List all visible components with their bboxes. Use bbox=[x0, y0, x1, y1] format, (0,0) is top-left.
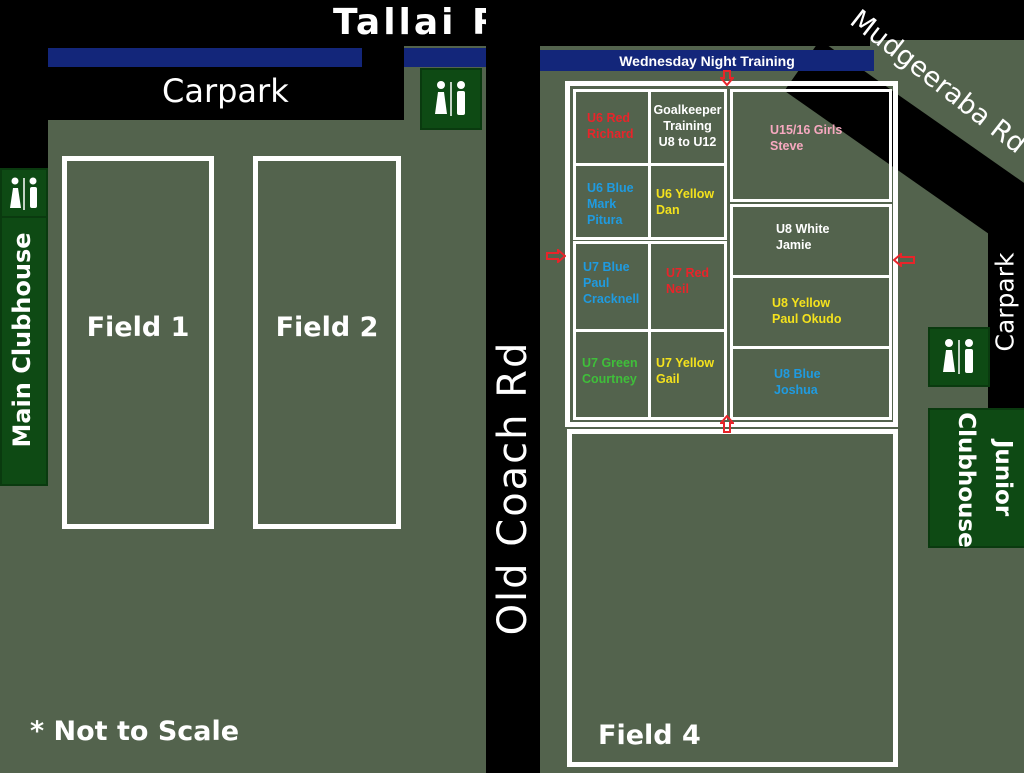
entry-arrow-icon bbox=[720, 70, 734, 86]
field-2 bbox=[253, 156, 401, 529]
entry-arrow-icon bbox=[720, 415, 734, 433]
field-2-label: Field 2 bbox=[275, 312, 379, 343]
team-name: U6 Blue bbox=[587, 181, 634, 195]
coach-name: Dan bbox=[656, 203, 680, 217]
coach-name: Gail bbox=[656, 372, 680, 386]
junior-clubhouse-label-2: Clubhouse bbox=[953, 412, 979, 548]
field-1 bbox=[62, 156, 214, 529]
field-4-training-area bbox=[565, 81, 898, 427]
toilet-icon bbox=[435, 81, 465, 116]
team-u7-green: U7 Green Courtney bbox=[582, 355, 638, 387]
entry-arrow-icon bbox=[546, 249, 566, 263]
grid-u1516-girls bbox=[730, 89, 892, 202]
age-range: U8 to U12 bbox=[658, 135, 717, 149]
carpark-right-label: Carpark bbox=[990, 252, 1020, 352]
team-name: U7 Green bbox=[582, 356, 638, 370]
team-name: U8 White bbox=[776, 222, 830, 236]
carpark-top-label: Carpark bbox=[162, 72, 289, 110]
blue-banner-left bbox=[48, 48, 362, 67]
coach-surname: Pitura bbox=[587, 213, 623, 227]
coach-name: Mark bbox=[587, 197, 617, 211]
main-clubhouse bbox=[0, 216, 48, 486]
blue-banner-middle bbox=[404, 48, 486, 67]
scale-note: * Not to Scale bbox=[30, 716, 240, 747]
team-u6-red: U6 Red Richard bbox=[587, 110, 634, 142]
coach-name: Steve bbox=[770, 139, 804, 153]
field-1-label: Field 1 bbox=[86, 312, 190, 343]
team-name: U7 Red bbox=[666, 266, 710, 280]
team-u8-yellow: U8 Yellow Paul Okudo bbox=[772, 295, 841, 327]
grid-u6-yellow bbox=[648, 163, 727, 240]
field-4 bbox=[567, 429, 898, 767]
team-u6-yellow: U6 Yellow Dan bbox=[656, 186, 714, 218]
entry-arrow-icon bbox=[893, 253, 915, 267]
team-u1516-girls: U15/16 Girls Steve bbox=[770, 122, 842, 154]
team-u6-blue: U6 Blue Mark Pitura bbox=[587, 180, 634, 228]
coach-name: Joshua bbox=[774, 383, 818, 397]
team-name: U7 Yellow bbox=[656, 356, 715, 370]
team-goalkeeper: Goalkeeper Training U8 to U12 bbox=[648, 102, 727, 150]
left-top-road bbox=[0, 0, 48, 168]
team-u8-blue: U8 Blue Joshua bbox=[774, 366, 821, 398]
team-name: U6 Red bbox=[587, 111, 631, 125]
carpark-right bbox=[988, 198, 1024, 408]
field-4-label: Field 4 bbox=[598, 720, 701, 751]
toilet-left bbox=[0, 168, 48, 220]
team-u7-yellow: U7 Yellow Gail bbox=[656, 355, 714, 387]
team-u8-white: U8 White Jamie bbox=[776, 221, 829, 253]
coach-surname: Cracknell bbox=[583, 292, 640, 306]
team-name: U8 Yellow bbox=[772, 296, 831, 310]
old-coach-road-label: Old Coach Rd bbox=[490, 340, 536, 636]
team-name: Goalkeeper bbox=[653, 103, 722, 117]
grid-u7-yellow bbox=[648, 329, 727, 420]
coach-name: Neil bbox=[666, 282, 689, 296]
coach-name: Paul Okudo bbox=[772, 312, 842, 326]
team-name: U6 Yellow bbox=[656, 187, 715, 201]
coach-name: Richard bbox=[587, 127, 634, 141]
grid-u8-blue bbox=[730, 346, 892, 420]
toilet-icon bbox=[943, 339, 973, 374]
toilet-top bbox=[420, 68, 482, 130]
main-clubhouse-label: Main Clubhouse bbox=[8, 232, 36, 448]
team-u7-red: U7 Red Neil bbox=[666, 265, 709, 297]
toilet-icon bbox=[10, 177, 37, 210]
coach-name: Paul bbox=[583, 276, 610, 290]
old-coach-road bbox=[486, 0, 540, 773]
team-u7-blue: U7 Blue Paul Cracknell bbox=[583, 259, 639, 307]
wednesday-training-banner bbox=[540, 50, 874, 71]
junior-clubhouse bbox=[928, 408, 1024, 548]
team-name: U7 Blue bbox=[583, 260, 630, 274]
wednesday-training-label: Wednesday Night Training bbox=[619, 53, 795, 69]
coach-name: Courtney bbox=[582, 372, 637, 386]
team-name: U8 Blue bbox=[774, 367, 821, 381]
tallai-road bbox=[0, 0, 870, 46]
mudgeeraba-road-top bbox=[860, 0, 1024, 40]
team-name-2: Training bbox=[663, 119, 712, 133]
toilet-right bbox=[928, 327, 990, 387]
coach-name: Jamie bbox=[776, 238, 812, 252]
team-name: U15/16 Girls bbox=[770, 123, 843, 137]
junior-clubhouse-label-1: Junior bbox=[990, 439, 1016, 517]
